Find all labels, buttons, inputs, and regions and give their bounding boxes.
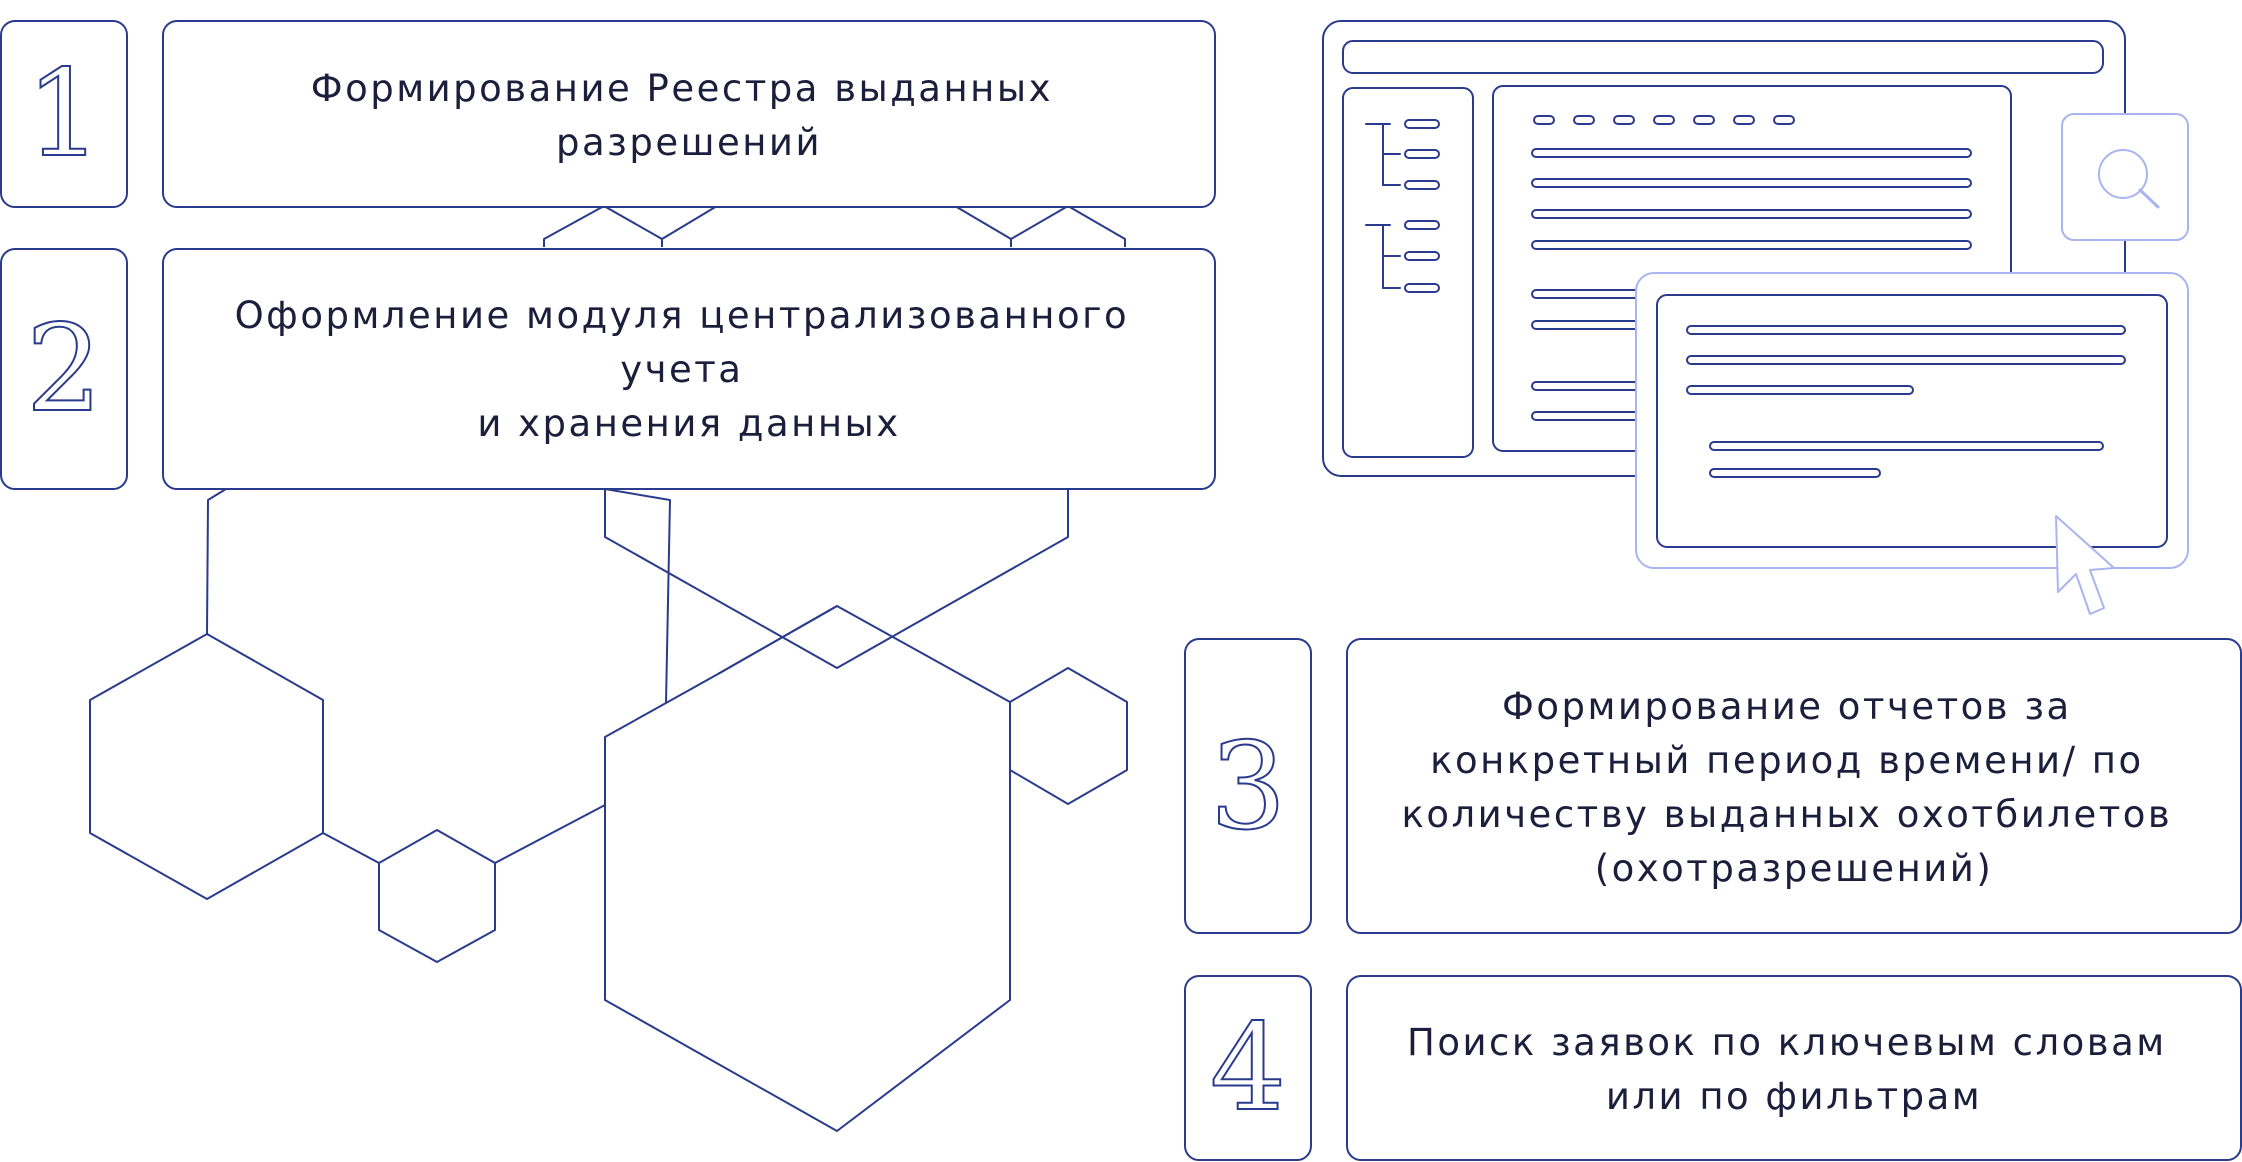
connector-line (206, 488, 227, 635)
connector-line (661, 205, 718, 240)
cursor-icon (2055, 515, 2115, 615)
card-inner (1656, 294, 2168, 548)
hexagon-large-center (604, 605, 1011, 1132)
hexagon-network (89, 205, 1128, 1132)
step-number-box (0, 20, 128, 208)
connector-line (494, 804, 606, 864)
foreground-card (1635, 272, 2189, 569)
step-text-line: (охотразрешений) (1595, 847, 1994, 890)
hexagon-small-middle (378, 829, 496, 963)
window-sidebar (1342, 87, 1474, 458)
step-number: 3 (1210, 718, 1286, 857)
step-number: 1 (26, 45, 102, 184)
step-text-box (162, 20, 1216, 208)
connector-line (322, 832, 380, 864)
connector-line (604, 488, 671, 704)
step-text: Формирование Реестра выданных разрешений (311, 67, 1068, 164)
step-text: Формирование отчетов за конкретный перио… (1402, 685, 2187, 890)
step-text-box (1346, 638, 2242, 934)
hexagon-large-left (89, 633, 324, 900)
window-address-bar (1342, 40, 2104, 74)
step-text-box (1346, 975, 2242, 1161)
step-text: Поиск заявок по ключевым словам или по ф… (1407, 1021, 2181, 1118)
step-text-line: учета (620, 348, 743, 391)
step-text-line: Формирование Реестра выданных (311, 67, 1053, 110)
step-text-line: и хранения данных (477, 402, 900, 445)
step-text-line: Формирование отчетов за (1502, 685, 2072, 728)
connector-line (717, 605, 838, 675)
step-text-line: количеству выданных охотбилетов (1402, 793, 2173, 836)
step-number: 4 (1210, 999, 1286, 1138)
step-text-line: разрешений (556, 121, 822, 164)
connector-line (604, 489, 1069, 669)
connector-line (954, 205, 1012, 240)
step-number-box (0, 248, 128, 490)
step-1: 1 Формирование Реестра выданных разрешен… (0, 20, 1216, 208)
step-3: 3 Формирование отчетов за конкретный пер… (1184, 638, 2242, 934)
step-text-box (162, 248, 1216, 490)
step-text-line: Поиск заявок по ключевым словам (1407, 1021, 2167, 1064)
connector-hex-right (1010, 205, 1126, 247)
step-text-line: Оформление модуля централизованного (235, 294, 1130, 337)
step-text-line: или по фильтрам (1606, 1075, 1982, 1118)
tree-glyph (1365, 119, 1440, 293)
hexagon-small-right (1009, 667, 1128, 805)
step-number-box (1184, 975, 1312, 1161)
card-lines (1686, 325, 2126, 478)
step-number-box (1184, 638, 1312, 934)
search-icon (2061, 113, 2189, 241)
connector-hex-left (543, 205, 663, 247)
step-2: 2 Оформление модуля централизованного уч… (0, 248, 1216, 490)
step-4: 4 Поиск заявок по ключевым словам или по… (1184, 975, 2242, 1161)
step-text: Оформление модуля централизованного учет… (235, 294, 1144, 445)
step-text-line: конкретный период времени/ по (1430, 739, 2144, 782)
step-number: 2 (26, 300, 102, 439)
